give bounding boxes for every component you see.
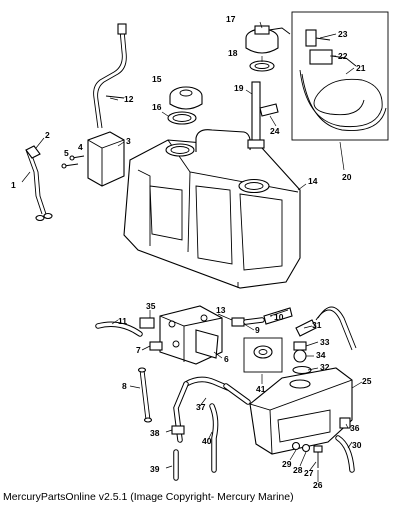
reservoir-fittings: [291, 306, 357, 473]
callout-4: 4: [78, 142, 83, 152]
callout-1: 1: [11, 180, 16, 190]
callout-25: 25: [362, 376, 372, 386]
callout-5: 5: [64, 148, 69, 158]
sender-gasket: [249, 60, 275, 72]
callout-13: 13: [216, 305, 226, 315]
callout-30: 30: [352, 440, 362, 450]
callout-14: 14: [308, 176, 318, 186]
callout-38: 38: [150, 428, 160, 438]
oil-tank: [123, 129, 301, 289]
callout-36: 36: [350, 423, 360, 433]
callout-9: 9: [255, 325, 260, 335]
callout-39: 39: [150, 464, 160, 474]
callout-19: 19: [234, 83, 244, 93]
callout-10: 10: [274, 312, 284, 322]
clip: [25, 145, 41, 159]
cap-gasket: [167, 111, 197, 125]
ignition-pack: [87, 131, 125, 187]
callout-33: 33: [320, 337, 330, 347]
sender-cap: [245, 25, 291, 54]
callout-26: 26: [313, 480, 323, 488]
callout-27: 27: [304, 468, 314, 478]
pump-fittings: [95, 307, 293, 351]
callout-28: 28: [293, 465, 303, 475]
callout-18: 18: [228, 48, 238, 58]
harness-inset: [291, 11, 389, 141]
oil-reservoir: [249, 367, 353, 455]
callout-6: 6: [224, 354, 229, 364]
callout-17: 17: [226, 14, 236, 24]
callout-21: 21: [356, 63, 366, 73]
oil-pump: [159, 305, 223, 365]
pickup-tube: [247, 81, 279, 149]
callout-15: 15: [152, 74, 162, 84]
callout-23: 23: [338, 29, 348, 39]
callout-31: 31: [312, 320, 322, 330]
callout-22: 22: [338, 51, 348, 61]
callout-20: 20: [342, 172, 352, 182]
image-caption: MercuryPartsOnline v2.5.1 (Image Copyrig…: [3, 491, 294, 503]
oil-injection-parts-diagram: 1 2 3 4 5 12 15 16 17 18 19 23 22 21 20 …: [11, 11, 389, 488]
leader-lines: [21, 21, 363, 482]
screws: [61, 155, 85, 169]
fill-cap: [169, 86, 203, 110]
callout-35: 35: [146, 301, 156, 311]
callout-34: 34: [316, 350, 326, 360]
callout-3: 3: [126, 136, 131, 146]
callout-2: 2: [45, 130, 50, 140]
callout-7: 7: [136, 345, 141, 355]
callout-11: 11: [118, 316, 127, 326]
callout-40: 40: [202, 436, 212, 446]
hose-8: [137, 367, 153, 423]
callout-37: 37: [196, 402, 206, 412]
callout-29: 29: [282, 459, 292, 469]
wiring-harness: [25, 23, 127, 222]
check-valve-inset: [243, 337, 283, 373]
callout-16: 16: [152, 102, 162, 112]
lower-hoses: [171, 376, 251, 481]
callout-8: 8: [122, 381, 127, 391]
callout-labels: 1 2 3 4 5 12 15 16 17 18 19 23 22 21 20 …: [11, 14, 372, 488]
callout-24: 24: [270, 126, 280, 136]
callout-41: 41: [256, 384, 266, 394]
callout-12: 12: [124, 94, 134, 104]
callout-32: 32: [320, 362, 330, 372]
